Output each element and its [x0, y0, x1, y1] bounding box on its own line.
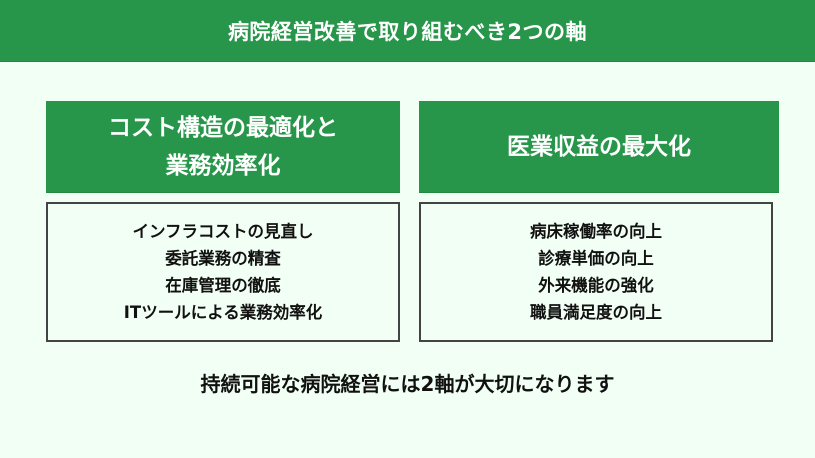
list-item: 病床稼働率の向上 [530, 222, 662, 241]
axis-2-heading-line-1: 医業収益の最大化 [507, 133, 691, 160]
list-item: 委託業務の精査 [165, 249, 281, 268]
axis-1-heading-line-2: 業務効率化 [165, 152, 281, 179]
axis-1-heading: コスト構造の最適化と 業務効率化 [46, 101, 400, 193]
page-title: 病院経営改善で取り組むべき2つの軸 [0, 0, 815, 62]
list-item: 職員満足度の向上 [530, 303, 662, 322]
list-item: 外来機能の強化 [538, 276, 654, 295]
list-item: ITツールによる業務効率化 [123, 303, 323, 322]
axis-1-items: インフラコストの見直し 委託業務の精査 在庫管理の徹底 ITツールによる業務効率… [46, 202, 400, 342]
list-item: インフラコストの見直し [132, 222, 314, 241]
axis-1-heading-line-1: コスト構造の最適化と [108, 114, 338, 141]
list-item: 在庫管理の徹底 [165, 276, 281, 295]
conclusion-text: 持続可能な病院経営には2軸が大切になります [200, 372, 615, 396]
list-item: 診療単価の向上 [538, 249, 654, 268]
axis-2-items: 病床稼働率の向上 診療単価の向上 外来機能の強化 職員満足度の向上 [419, 202, 773, 342]
axis-2-heading: 医業収益の最大化 [419, 101, 779, 193]
